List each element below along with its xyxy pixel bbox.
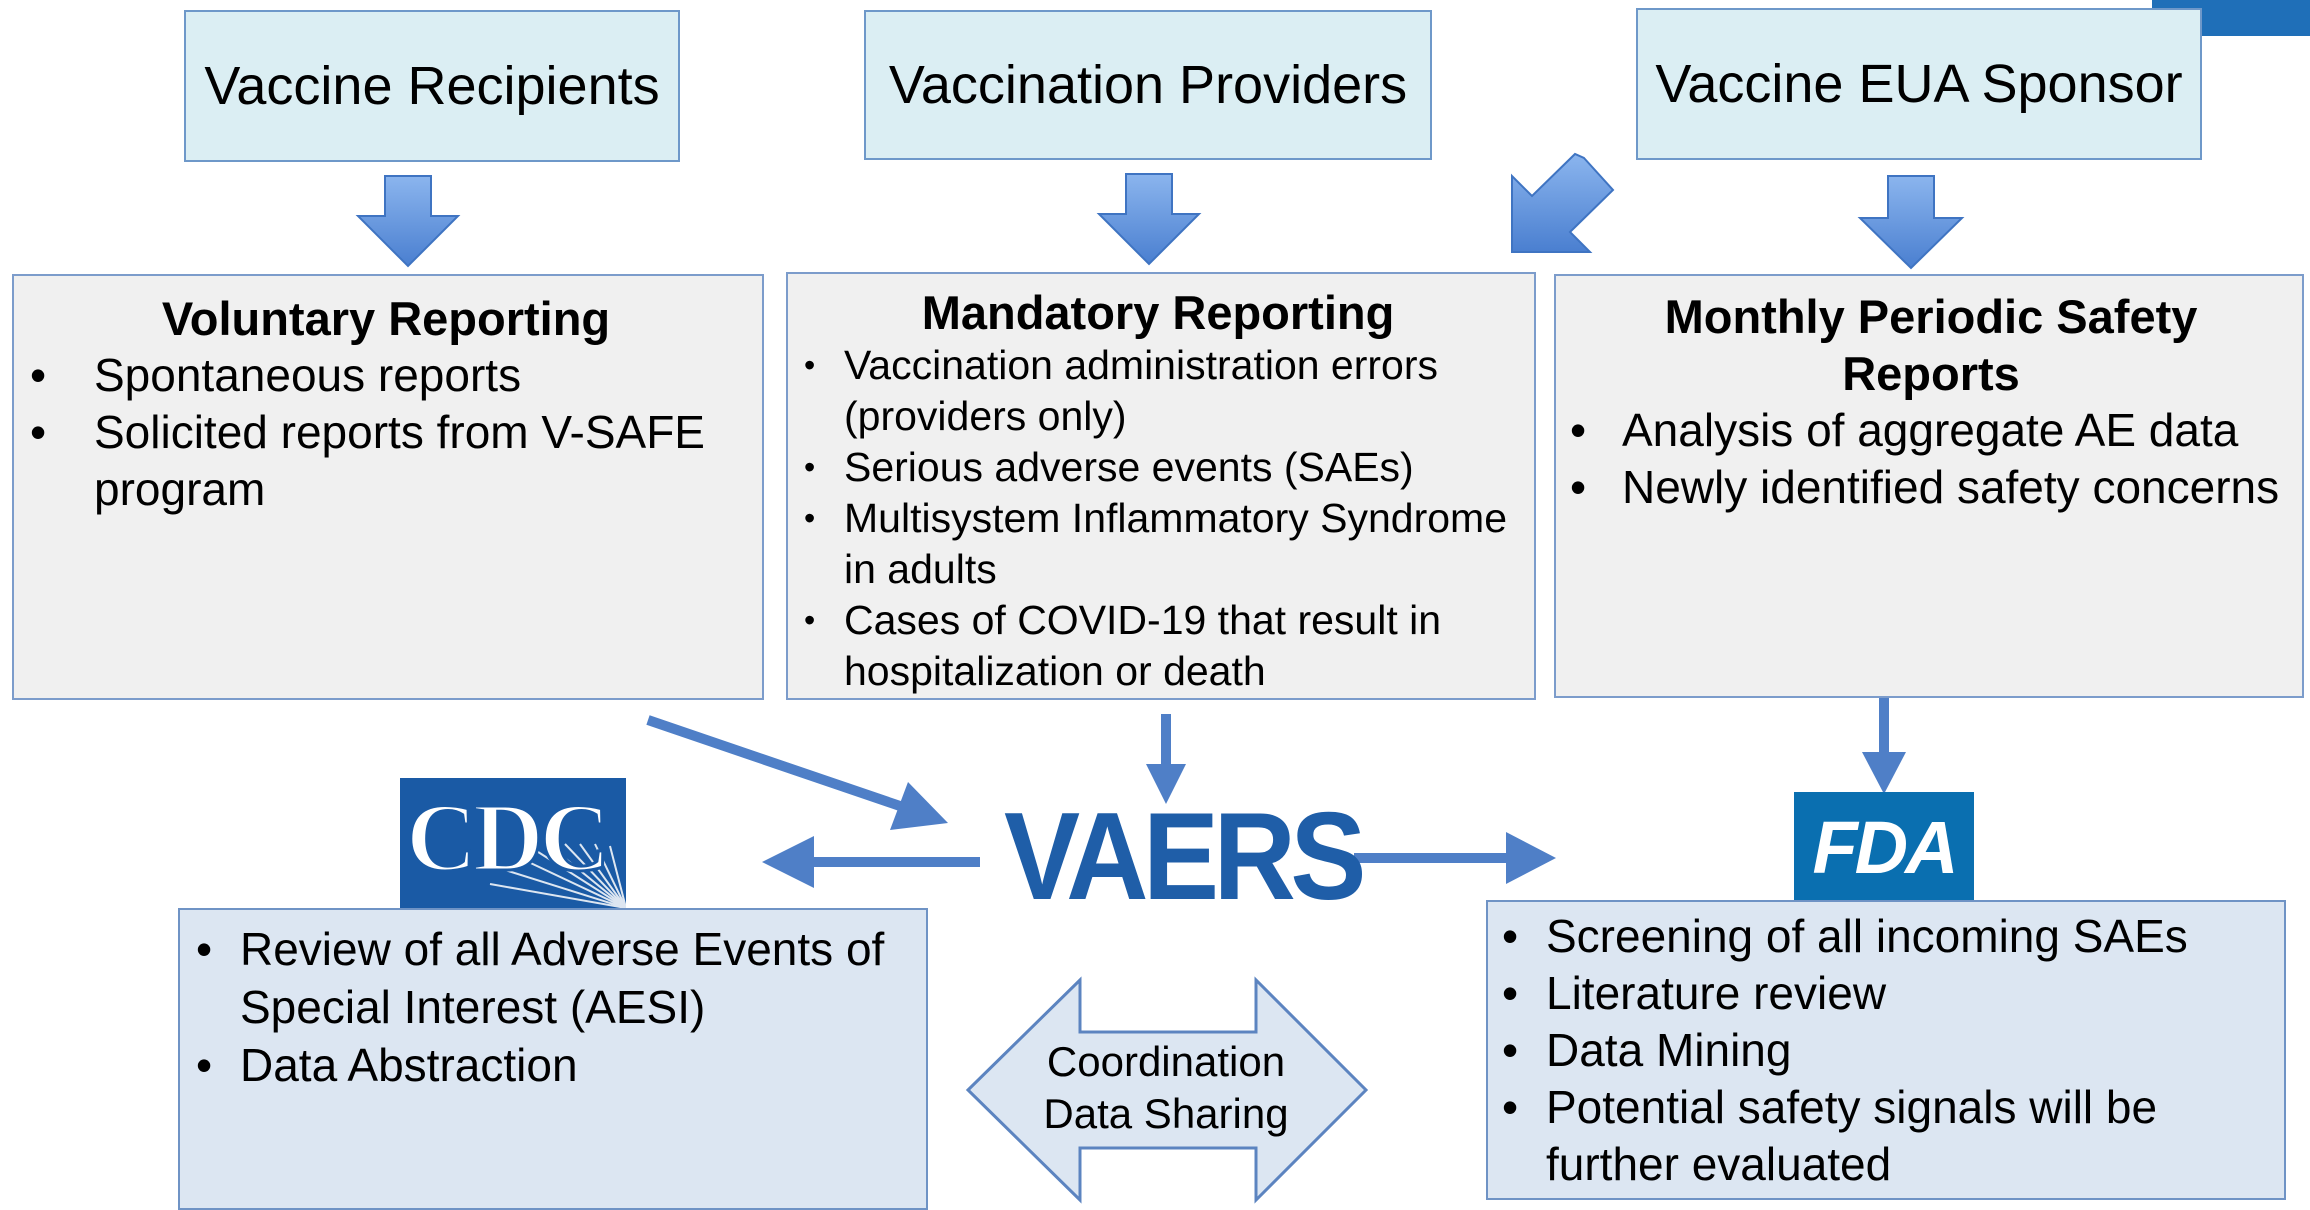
arrow-voluntary-to-vaers-head xyxy=(890,782,948,830)
source-vaccine-eua-sponsor: Vaccine EUA Sponsor xyxy=(1636,8,2202,160)
arrow-sponsor-diagonal xyxy=(1511,152,1615,253)
source-sponsor-label: Vaccine EUA Sponsor xyxy=(1655,54,2183,114)
cdc-logo: CDC xyxy=(400,778,626,908)
vaers-logo-text: VAERS xyxy=(1004,788,1366,926)
list-item: Data Mining xyxy=(1502,1022,2274,1079)
list-item: Vaccination administration errors (provi… xyxy=(802,340,1514,442)
voluntary-reporting-box: Voluntary Reporting Spontaneous reports … xyxy=(12,274,764,700)
cdc-logo-rays xyxy=(489,843,626,908)
coordination-label: Coordination Data Sharing xyxy=(1016,1036,1316,1146)
arrow-voluntary-to-vaers-line xyxy=(646,715,902,811)
mandatory-reporting-title: Mandatory Reporting xyxy=(921,286,1395,339)
monthly-safety-reports-title: Monthly Periodic Safety Reports xyxy=(1664,290,2198,400)
source-vaccination-providers: Vaccination Providers xyxy=(864,10,1432,160)
fda-logo: FDA xyxy=(1794,792,1974,902)
list-item: Analysis of aggregate AE data xyxy=(1570,402,2292,459)
monthly-safety-reports-box: Monthly Periodic Safety Reports Analysis… xyxy=(1554,274,2304,698)
arrow-providers-down xyxy=(1096,173,1202,266)
list-item: Spontaneous reports xyxy=(30,347,742,404)
mandatory-reporting-list: Vaccination administration errors (provi… xyxy=(802,340,1514,697)
list-item: Serious adverse events (SAEs) xyxy=(802,442,1514,493)
coordination-double-arrow xyxy=(965,976,1369,1204)
list-item: Screening of all incoming SAEs xyxy=(1502,908,2274,965)
cdc-activities-list: Review of all Adverse Events of Special … xyxy=(180,910,926,1094)
list-item: Potential safety signals will be further… xyxy=(1502,1079,2274,1193)
source-providers-label: Vaccination Providers xyxy=(888,55,1408,115)
list-item: Cases of COVID-19 that result in hospita… xyxy=(802,595,1514,697)
arrow-mandatory-to-vaers-head xyxy=(1146,764,1186,804)
cdc-activities-box: Review of all Adverse Events of Special … xyxy=(178,908,928,1210)
mandatory-reporting-box: Mandatory Reporting Vaccination administ… xyxy=(786,272,1536,700)
voluntary-reporting-list: Spontaneous reports Solicited reports fr… xyxy=(30,347,742,518)
cdc-logo-text: CDC xyxy=(404,784,611,892)
arrow-sponsor-down xyxy=(1857,175,1965,270)
arrow-recipients-down xyxy=(355,175,461,268)
list-item: Solicited reports from V-SAFE program xyxy=(30,404,742,518)
monthly-safety-reports-list: Analysis of aggregate AE data Newly iden… xyxy=(1570,402,2292,516)
source-vaccine-recipients: Vaccine Recipients xyxy=(184,10,680,162)
list-item: Newly identified safety concerns xyxy=(1570,459,2292,516)
vaers-logo: VAERS xyxy=(1004,788,1366,926)
coordination-line-1: Coordination xyxy=(1046,1038,1286,1085)
arrow-vaers-to-cdc-head xyxy=(762,836,814,888)
list-item: Review of all Adverse Events of Special … xyxy=(196,920,916,1036)
list-item: Literature review xyxy=(1502,965,2274,1022)
list-item: Data Abstraction xyxy=(196,1036,916,1094)
fda-activities-list: Screening of all incoming SAEs Literatur… xyxy=(1488,902,2284,1193)
source-recipients-label: Vaccine Recipients xyxy=(204,56,660,116)
fda-logo-text: FDA xyxy=(1812,805,1958,889)
list-item: Multisystem Inflammatory Syndrome in adu… xyxy=(802,493,1514,595)
arrow-vaers-to-fda-head xyxy=(1506,832,1556,884)
arrow-monthly-to-fda-head xyxy=(1862,752,1906,794)
voluntary-reporting-title: Voluntary Reporting xyxy=(161,292,611,345)
coordination-line-2: Data Sharing xyxy=(1043,1090,1289,1137)
fda-activities-box: Screening of all incoming SAEs Literatur… xyxy=(1486,900,2286,1200)
